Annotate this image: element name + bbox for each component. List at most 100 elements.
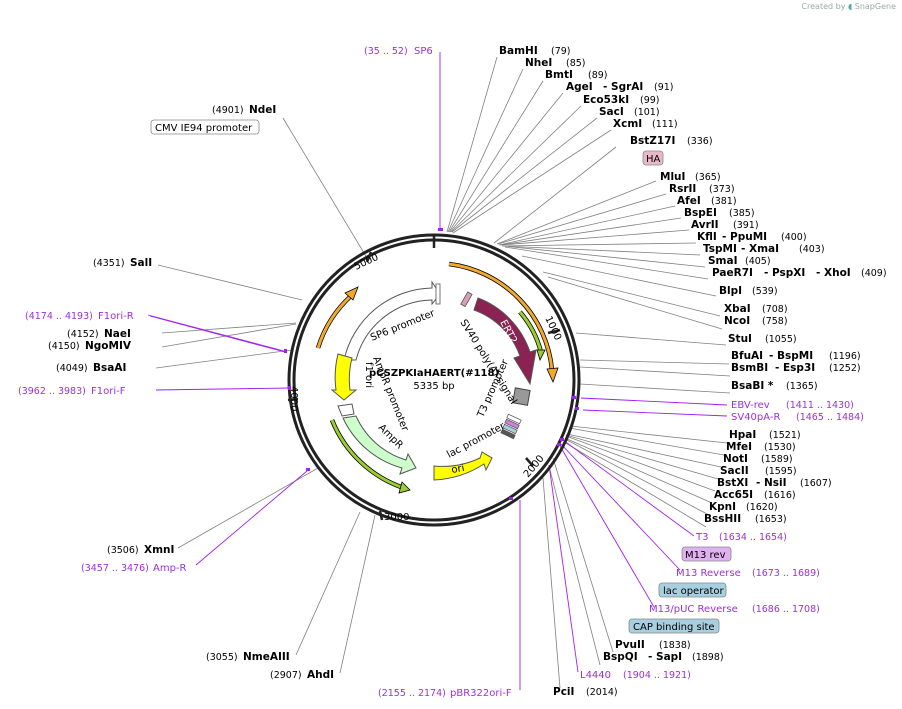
- enzymes_right-32-name-label: PvuII: [615, 639, 645, 651]
- enzymes_right-29-pos-label: (1616): [764, 490, 796, 501]
- primers-0-name-label: SP6: [414, 46, 433, 57]
- enzymes_right-16-name3-label: - XhoI: [816, 267, 851, 279]
- primers-6-pos-label: (1904 .. 1921): [623, 670, 691, 681]
- enzymes_right-22-name2-label: - Esp3I: [775, 362, 815, 374]
- enzymes_left-5-pos-label: (3506): [107, 545, 139, 556]
- box-lac-operator: lac operator: [663, 586, 724, 597]
- enzymes_right-21-pos-label: (1196): [829, 351, 861, 362]
- enzymes_left-6-name-label: NmeAIII: [243, 651, 290, 663]
- enzymes_left-3-name-label: NgoMIV: [85, 340, 132, 352]
- enzymes_right-6-name-label: XcmI: [613, 118, 642, 130]
- primers-7-pos-label: (2155 .. 2174): [378, 688, 446, 699]
- enzymes_right-10-pos-label: (381): [711, 196, 737, 207]
- enzymes_right-0-pos-label: (79): [551, 46, 571, 57]
- ampr-arrow: [342, 415, 417, 475]
- enzymes_right-22-name-label: BsmBI: [731, 362, 768, 374]
- primers-5-name-label: M13/pUC Reverse: [649, 604, 738, 615]
- enzymes_right-17-pos-label: (539): [752, 286, 778, 297]
- enzymes_right-18-pos-label: (708): [762, 304, 788, 315]
- enzymes_right-5-name-label: SacI: [599, 106, 624, 118]
- green-arc-right: [518, 311, 543, 353]
- enzymes_right-8-pos-label: (365): [695, 172, 721, 183]
- enzymes_right-34-pos-label: (2014): [586, 687, 618, 698]
- enzymes_left-5-name-label: XmnI: [144, 544, 174, 556]
- enzymes_right-6-pos-label: (111): [652, 119, 678, 130]
- primers-2-pos-label: (1465 .. 1484): [796, 412, 864, 423]
- enzymes_right-11-name-label: BspEI: [684, 207, 717, 219]
- enzymes_right-25-pos-label: (1530): [764, 442, 796, 453]
- primers-1-pos-label: (1411 .. 1430): [786, 400, 854, 411]
- enzymes_right-3-name2-label: - SgrAI: [603, 81, 643, 93]
- enzymes_right-12-name-label: AvrII: [691, 219, 719, 231]
- enzymes_right-9-pos-label: (373): [709, 184, 735, 195]
- enzymes_right-22-pos-label: (1252): [829, 363, 861, 374]
- plasmid-size: 5335 bp: [413, 381, 454, 392]
- enzymes_right-20-name-label: StuI: [728, 333, 752, 345]
- enzymes_right-4-name-label: Eco53kI: [583, 94, 629, 106]
- boxed-labels: CMV IE94 promoter HA M13 rev lac operato…: [150, 119, 732, 634]
- enzymes_right-26-name-label: NotI: [723, 453, 748, 465]
- enzymes_right-8-name-label: MluI: [660, 171, 685, 183]
- enzymes_right-32-pos-label: (1838): [659, 640, 691, 651]
- green-arrow-icon: [398, 481, 411, 494]
- enzymes_right-3-pos-label: (91): [654, 82, 674, 93]
- box-cmv: CMV IE94 promoter: [155, 123, 253, 134]
- primers-10-pos-label: (4174 .. 4193): [25, 311, 93, 322]
- enzymes_right-13-pos-label: (400): [781, 232, 807, 243]
- primers-0-pos-label: (35 .. 52): [364, 46, 408, 57]
- enzymes_right-17-name-label: BlpI: [719, 285, 742, 297]
- box-ha: HA: [646, 154, 661, 165]
- enzymes_right-23-pos-label: (1365): [786, 381, 818, 392]
- tick-5000: 5000: [353, 252, 381, 273]
- primers: (35 .. 52)SP6 EBV-rev(1411 .. 1430) SV40…: [18, 46, 864, 699]
- t3-lac-markers: [500, 413, 522, 440]
- tick-marks: [287, 236, 561, 521]
- enzymes_right-19-name-label: NcoI: [724, 315, 750, 327]
- primers-8-pos-label: (3457 .. 3476): [81, 563, 149, 574]
- enzymes_right-7-pos-label: (336): [687, 136, 713, 147]
- orange-arc-left: [316, 293, 354, 349]
- enzymes_right-10-name-label: AfeI: [677, 195, 701, 207]
- enzymes_right-28-name2-label: - NsiI: [756, 477, 787, 489]
- enzymes_right-12-pos-label: (391): [733, 220, 759, 231]
- enzymes_right-23-name-label: BsaBI *: [731, 380, 774, 392]
- enzymes_right-30-pos-label: (1620): [746, 502, 778, 513]
- enzymes_right-29-name-label: Acc65I: [714, 489, 753, 501]
- f1-ori-arrow: [330, 353, 358, 401]
- label-ampr-promoter: AmpR promoter: [370, 355, 410, 434]
- enzymes_right-15-name-label: SmaI: [708, 255, 738, 267]
- enzymes_right-16-pos-label: (409): [861, 268, 887, 279]
- enzymes_left-0-name-label: NdeI: [249, 104, 276, 116]
- primers-1-name-label: EBV-rev: [731, 400, 770, 411]
- enzymes_right-21-name-label: BfuAI: [731, 350, 763, 362]
- enzymes_left-7-pos-label: (2907): [270, 670, 302, 681]
- enzymes-right: BamHI(79) NheI(85) BmtI(89) AgeI- SgrAI(…: [499, 45, 887, 698]
- enzymes_right-33-name2-label: - SapI: [648, 651, 682, 663]
- enzymes_right-13-name-label: KflI: [697, 231, 717, 243]
- orange-arrow-left-icon: [344, 286, 359, 301]
- enzymes_left-0-pos-label: (4901): [212, 105, 244, 116]
- enzymes_right-16-name2-label: - PspXI: [764, 267, 805, 279]
- label-ori: ori: [451, 463, 466, 476]
- enzymes_right-24-pos-label: (1521): [769, 430, 801, 441]
- enzymes_left-3-pos-label: (4150): [48, 341, 80, 352]
- primers-4-pos-label: (1673 .. 1689): [752, 568, 820, 579]
- primers-7-name-label: pBR322ori-F: [450, 688, 512, 699]
- ert2-arrow: [473, 297, 537, 386]
- enzymes_left-1-name-label: SalI: [130, 257, 152, 269]
- enzymes_right-19-pos-label: (758): [762, 316, 788, 327]
- enzymes_right-7-name-label: BstZ17I: [630, 135, 675, 147]
- enzymes_left-1-pos-label: (4351): [93, 258, 125, 269]
- enzymes_left-2-pos-label: (4152): [67, 329, 99, 340]
- enzymes_right-24-name-label: HpaI: [729, 429, 756, 441]
- enzyme-name: BamHI: [499, 45, 538, 57]
- enzymes_right-13-name2-label: - PpuMI: [722, 231, 767, 243]
- enzymes_left-7-name-label: AhdI: [307, 669, 334, 681]
- primers-5-pos-label: (1686 .. 1708): [752, 604, 820, 615]
- label-f1-ori: f1 ori: [363, 362, 374, 388]
- primer-marks: [284, 228, 579, 500]
- enzymes_right-4-pos-label: (99): [640, 95, 660, 106]
- enzymes_right-2-name-label: BmtI: [545, 69, 573, 81]
- watermark-prefix: Created by: [801, 2, 846, 11]
- ampr-promoter-box: [337, 403, 355, 417]
